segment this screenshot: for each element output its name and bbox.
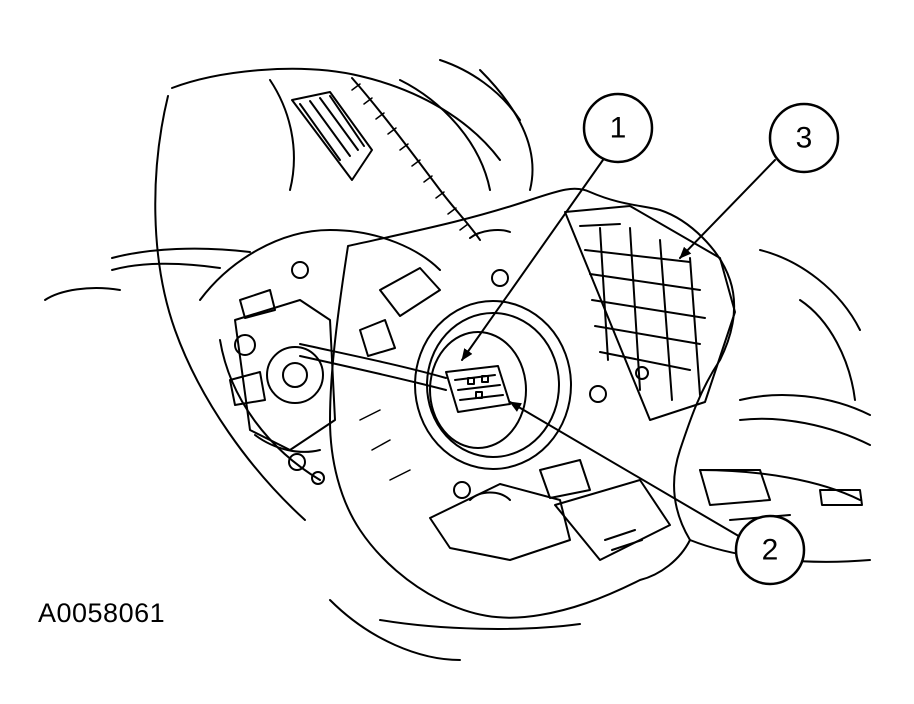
callout-1: 1 [582,92,654,164]
callout-3-number: 3 [796,122,813,155]
switch-panel [699,469,863,521]
figure-id-label: A0058061 [38,598,166,628]
stitch-seam [351,77,481,241]
callout-2-number: 2 [762,534,779,567]
callout-1-number: 1 [610,112,627,145]
steering-column-housing [199,229,441,485]
leader-line-2 [509,401,743,539]
callout-2: 2 [734,514,806,586]
air-vent [291,91,373,181]
leader-line-3 [679,159,776,259]
callout-3: 3 [768,102,840,174]
leader-line-1 [461,149,611,361]
wiring-harness [299,343,447,391]
airbag-connector [445,365,511,413]
airbag-module-outline [329,187,736,619]
